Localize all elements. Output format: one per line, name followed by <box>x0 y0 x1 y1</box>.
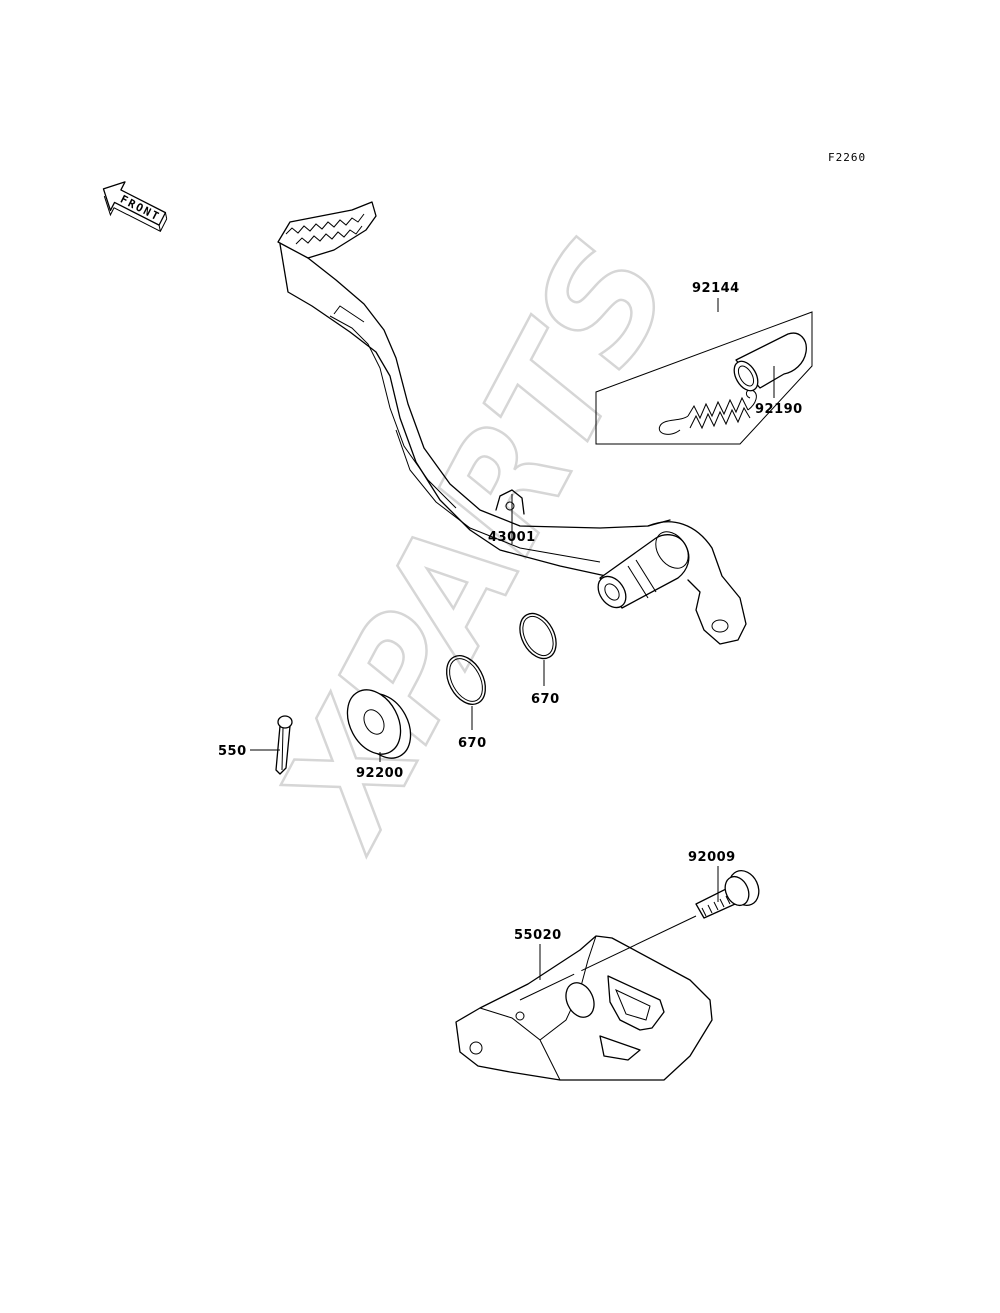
o-ring-lower <box>446 655 486 705</box>
collar <box>733 332 807 392</box>
part-number-92200: 92200 <box>356 766 404 781</box>
brake-pedal-guard <box>455 935 713 1081</box>
part-number-92190: 92190 <box>755 402 803 417</box>
part-number-670-upper: 670 <box>531 692 560 707</box>
bolt <box>695 869 760 919</box>
part-number-550: 550 <box>218 744 247 759</box>
part-number-92144: 92144 <box>692 281 740 296</box>
part-number-55020: 55020 <box>514 928 562 943</box>
cotter-pin <box>275 715 293 775</box>
o-ring-upper <box>519 612 557 660</box>
part-number-92009: 92009 <box>688 850 736 865</box>
part-number-43001: 43001 <box>488 530 536 545</box>
watermark-text: XPARTS <box>244 214 705 874</box>
return-spring <box>658 389 757 435</box>
figure-code: F2260 <box>828 151 866 164</box>
front-arrow-icon: FRONT <box>102 181 168 233</box>
part-labels: 43001 92144 92190 670 670 550 92200 9200… <box>218 281 803 943</box>
brake-pedal <box>277 201 747 645</box>
spring-kit-box <box>595 311 813 445</box>
part-number-670-lower: 670 <box>458 736 487 751</box>
leader-lines <box>250 298 775 1001</box>
watermark: XPARTS <box>243 213 707 876</box>
washer <box>346 689 412 759</box>
